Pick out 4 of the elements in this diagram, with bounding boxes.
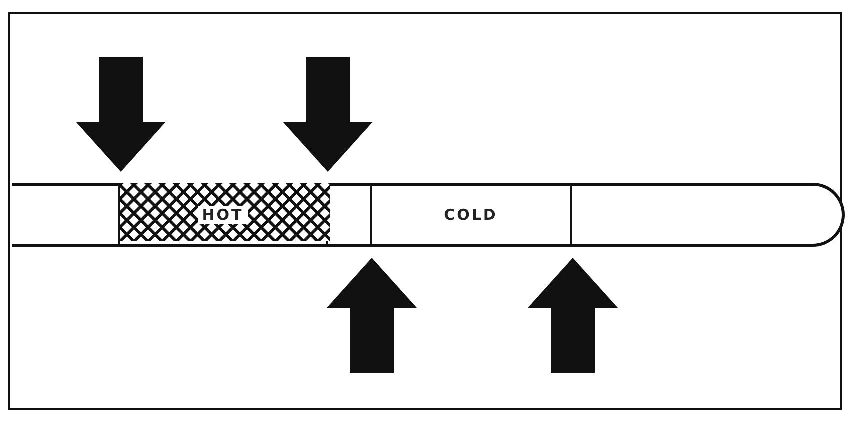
tube bbox=[12, 183, 845, 247]
zone-label: HOT bbox=[198, 206, 248, 224]
cold-zone bbox=[370, 183, 572, 247]
hot-zone bbox=[118, 183, 328, 247]
